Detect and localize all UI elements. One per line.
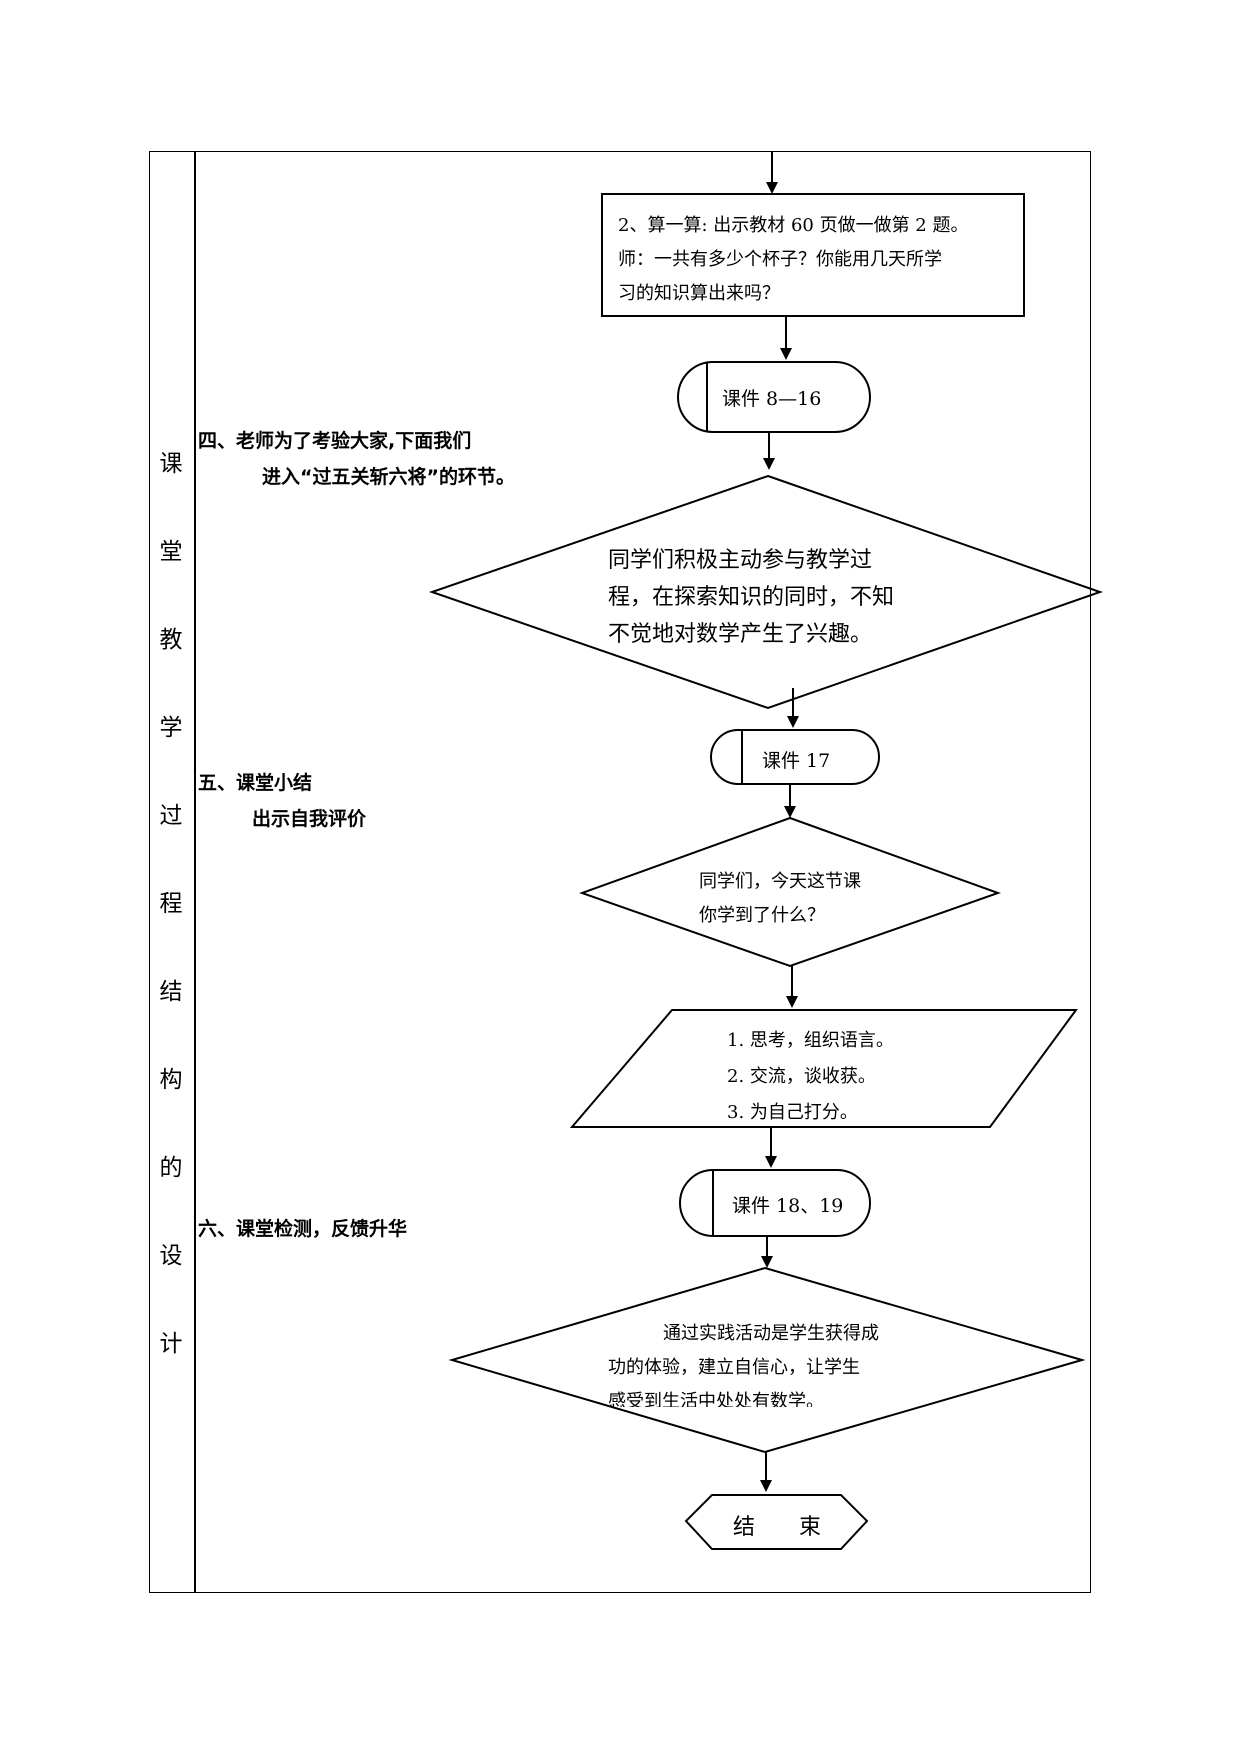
process-box bbox=[601, 193, 1025, 317]
column-label-char: 课 bbox=[159, 451, 183, 477]
data-parallelogram bbox=[569, 1009, 1078, 1128]
stage-5-subheading: 出示自我评价 bbox=[252, 808, 367, 830]
column-label-char: 程 bbox=[159, 891, 183, 917]
column-label-char: 堂 bbox=[159, 539, 183, 565]
stage-4-subheading: 进入“过五关斩六将”的环节。 bbox=[262, 466, 515, 488]
process-box-text-line2: 师：一共有多少个杯子？你能用几天所学 bbox=[618, 249, 942, 270]
column-label-char: 构 bbox=[159, 1067, 183, 1093]
decision-3-text-line1: 通过实践活动是学生获得成 bbox=[663, 1323, 879, 1344]
terminal-label-1: 课件 8—16 bbox=[722, 388, 822, 410]
terminal-shape bbox=[679, 1169, 871, 1237]
end-hexagon bbox=[684, 1494, 869, 1550]
table-frame bbox=[149, 151, 1091, 1593]
column-label-char: 的 bbox=[159, 1155, 183, 1181]
decision-1-text-line2: 程，在探索知识的同时，不知 bbox=[608, 585, 895, 610]
decision-3-text-line2: 功的体验，建立自信心，让学生 bbox=[608, 1357, 860, 1378]
column-label-char: 学 bbox=[159, 715, 183, 741]
terminal-shape bbox=[710, 729, 880, 785]
process-box-text-line1: 2、算一算: 出示教材 60 页做一做第 2 题。 bbox=[618, 215, 969, 236]
column-divider bbox=[194, 151, 196, 1593]
stage-4-heading: 四、老师为了考验大家,下面我们 bbox=[198, 430, 472, 452]
decision-diamond bbox=[428, 474, 1104, 710]
decision-1-text-line3: 不觉地对数学产生了兴趣。 bbox=[608, 622, 873, 647]
column-label-char: 计 bbox=[159, 1331, 183, 1357]
terminal-label-3: 课件 18、19 bbox=[732, 1195, 844, 1217]
decision-2-text-line2: 你学到了什么？ bbox=[699, 905, 825, 926]
decision-1-text-line1: 同学们积极主动参与教学过 bbox=[608, 548, 873, 573]
column-label-char: 设 bbox=[159, 1243, 183, 1269]
stage-5-heading: 五、课堂小结 bbox=[198, 772, 313, 794]
decision-2-text-line1: 同学们，今天这节课 bbox=[699, 871, 861, 892]
parallelogram-text-line3: 3. 为自己打分。 bbox=[727, 1102, 858, 1123]
end-label: 结 束 bbox=[733, 1515, 822, 1540]
process-box-text-line3: 习的知识算出来吗？ bbox=[618, 283, 780, 304]
column-label-char: 过 bbox=[159, 803, 183, 829]
terminal-label-2: 课件 17 bbox=[762, 750, 831, 772]
parallelogram-text-line1: 1. 思考，组织语言。 bbox=[727, 1030, 894, 1051]
decision-diamond bbox=[579, 816, 1001, 968]
parallelogram-text-line2: 2. 交流，谈收获。 bbox=[727, 1066, 876, 1087]
column-label-char: 教 bbox=[159, 627, 183, 653]
terminal-shape bbox=[677, 361, 871, 433]
column-label-char: 结 bbox=[159, 979, 183, 1005]
stage-6-heading: 六、课堂检测，反馈升华 bbox=[198, 1218, 408, 1240]
decision-3-text-line3: 感受到生活中处处有数学。 bbox=[608, 1391, 824, 1407]
